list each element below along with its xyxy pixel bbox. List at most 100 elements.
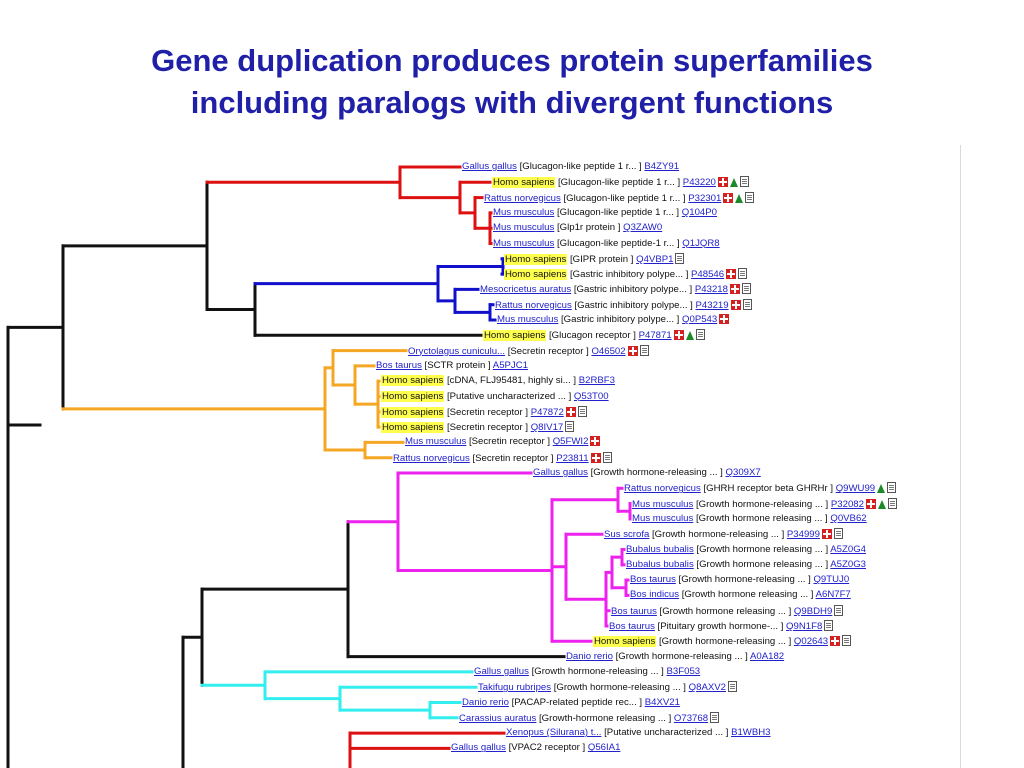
structure-icon[interactable]: [565, 406, 576, 417]
species-link[interactable]: Danio rerio: [462, 696, 509, 708]
document-icon[interactable]: [741, 283, 751, 295]
accession-link[interactable]: B1WBH3: [731, 727, 771, 739]
species-link[interactable]: Takifugu rubripes: [478, 682, 552, 694]
species-link[interactable]: Mus musculus: [493, 206, 555, 218]
accession-link[interactable]: Q9N1F8: [786, 621, 823, 632]
accession-link[interactable]: Q1JQR8: [682, 237, 720, 249]
flask-icon[interactable]: [877, 499, 886, 509]
structure-icon[interactable]: [865, 498, 876, 509]
phylogenetic-tree-panel[interactable]: Gallus gallus [Glucagon-like peptide 1 r…: [0, 145, 961, 768]
flask-icon[interactable]: [877, 484, 886, 494]
accession-link[interactable]: P48546: [691, 269, 725, 281]
species-link[interactable]: Rattus norvegicus: [484, 192, 561, 204]
accession-link[interactable]: Q53T00: [573, 390, 609, 402]
structure-icon[interactable]: [717, 177, 728, 188]
accession-link[interactable]: Q3ZAW0: [623, 222, 663, 234]
document-icon[interactable]: [887, 482, 897, 494]
accession-link[interactable]: Q0P543: [682, 314, 718, 325]
species-link[interactable]: Bos indicus: [630, 589, 680, 601]
flask-icon[interactable]: [685, 331, 694, 341]
flask-icon[interactable]: [735, 193, 744, 203]
accession-link[interactable]: P23811: [556, 452, 589, 464]
accession-link[interactable]: P34999: [786, 529, 820, 541]
accession-link[interactable]: Q5FWI2: [552, 436, 589, 448]
species-link[interactable]: Mus musculus: [632, 512, 694, 524]
species-link[interactable]: Homo sapiens: [504, 269, 568, 281]
accession-link[interactable]: Q8IV17: [530, 422, 564, 434]
species-link[interactable]: Carassius auratus: [459, 712, 537, 724]
accession-link[interactable]: Q02643: [793, 636, 829, 648]
structure-icon[interactable]: [590, 452, 601, 463]
structure-icon[interactable]: [830, 636, 841, 647]
document-icon[interactable]: [727, 681, 737, 693]
document-icon[interactable]: [675, 252, 685, 264]
accession-link[interactable]: O73768: [673, 712, 709, 724]
document-icon[interactable]: [577, 405, 587, 417]
accession-link[interactable]: Q309X7: [725, 467, 761, 478]
accession-link[interactable]: Q9WU99: [835, 483, 876, 495]
species-link[interactable]: Bos taurus: [630, 574, 676, 586]
species-link[interactable]: Oryctolagus cuniculu...: [408, 345, 506, 357]
species-link[interactable]: Homo sapiens: [381, 375, 445, 387]
accession-link[interactable]: B4ZY91: [644, 161, 680, 172]
document-icon[interactable]: [710, 711, 720, 723]
document-icon[interactable]: [833, 528, 843, 540]
species-link[interactable]: Rattus norvegicus: [624, 483, 701, 495]
accession-link[interactable]: Q9BDH9: [793, 605, 833, 617]
accession-link[interactable]: Q9TUJ0: [813, 574, 850, 586]
accession-link[interactable]: A6N7F7: [815, 589, 851, 601]
accession-link[interactable]: P32082: [830, 498, 864, 510]
structure-icon[interactable]: [673, 330, 684, 341]
species-link[interactable]: Gallus gallus: [474, 665, 529, 677]
species-link[interactable]: Mus musculus: [493, 237, 555, 249]
species-link[interactable]: Gallus gallus: [533, 467, 588, 478]
structure-icon[interactable]: [726, 269, 737, 280]
document-icon[interactable]: [887, 497, 897, 509]
species-link[interactable]: Bubalus bubalis: [626, 558, 694, 570]
accession-link[interactable]: B2RBF3: [578, 375, 615, 387]
species-link[interactable]: Mesocricetus auratus: [480, 284, 572, 296]
accession-link[interactable]: Q0VB62: [830, 512, 867, 524]
structure-icon[interactable]: [730, 299, 741, 310]
species-link[interactable]: Mus musculus: [497, 314, 559, 325]
document-icon[interactable]: [834, 604, 844, 616]
accession-link[interactable]: P43219: [695, 299, 729, 311]
species-link[interactable]: Bos taurus: [376, 359, 422, 371]
document-icon[interactable]: [742, 298, 752, 310]
accession-link[interactable]: P43218: [694, 284, 728, 296]
accession-link[interactable]: B4XV21: [644, 696, 680, 708]
species-link[interactable]: Xenopus (Silurana) t...: [506, 727, 602, 739]
species-link[interactable]: Homo sapiens: [492, 177, 556, 189]
structure-icon[interactable]: [627, 345, 638, 356]
species-link[interactable]: Rattus norvegicus: [495, 299, 572, 311]
species-link[interactable]: Bos taurus: [609, 621, 655, 632]
document-icon[interactable]: [738, 268, 748, 280]
document-icon[interactable]: [739, 176, 749, 188]
accession-link[interactable]: A5Z0G4: [830, 543, 866, 555]
accession-link[interactable]: P32301: [688, 192, 722, 204]
accession-link[interactable]: Q104P0: [681, 206, 717, 218]
structure-icon[interactable]: [821, 529, 832, 540]
species-link[interactable]: Mus musculus: [632, 498, 694, 510]
document-icon[interactable]: [565, 421, 575, 433]
accession-link[interactable]: A5Z0G3: [830, 558, 866, 570]
species-link[interactable]: Homo sapiens: [381, 390, 445, 402]
species-link[interactable]: Sus scrofa: [604, 529, 650, 541]
structure-icon[interactable]: [729, 284, 740, 295]
species-link[interactable]: Mus musculus: [493, 222, 555, 234]
accession-link[interactable]: A5PJC1: [492, 359, 528, 371]
accession-link[interactable]: Q4VBP1: [636, 253, 674, 265]
species-link[interactable]: Danio rerio: [566, 650, 613, 662]
species-link[interactable]: Homo sapiens: [381, 422, 445, 434]
species-link[interactable]: Mus musculus: [405, 436, 467, 448]
document-icon[interactable]: [745, 191, 755, 203]
accession-link[interactable]: B3F053: [666, 665, 701, 677]
species-link[interactable]: Homo sapiens: [504, 253, 568, 265]
document-icon[interactable]: [639, 344, 649, 356]
species-link[interactable]: Bos taurus: [611, 605, 657, 617]
structure-icon[interactable]: [723, 192, 734, 203]
accession-link[interactable]: O46502: [591, 345, 626, 357]
species-link[interactable]: Homo sapiens: [483, 330, 547, 342]
species-link[interactable]: Rattus norvegicus: [393, 452, 470, 464]
species-link[interactable]: Homo sapiens: [381, 406, 445, 418]
